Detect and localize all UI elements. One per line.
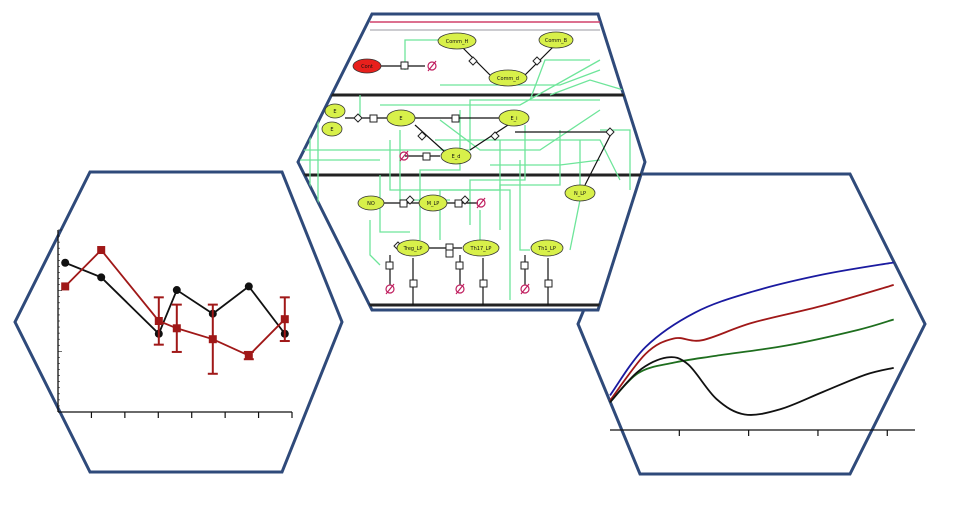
- node-label: Cont: [361, 64, 373, 70]
- data-point: [61, 282, 70, 291]
- left-chart-series: [61, 246, 290, 375]
- top-boundary-lines: [370, 21, 600, 31]
- network-diagram: Cont Comm_H Comm_B Comm_dE E E E_iE_dN_LP NO M_L…: [300, 21, 645, 307]
- right-hexagon-border: [576, 172, 927, 476]
- node-th1-lp: Th1_LP: [530, 239, 564, 257]
- node-label: Comm_H: [446, 39, 469, 45]
- node-label: E: [330, 127, 333, 133]
- node-e2: E: [321, 121, 343, 137]
- center-hexagon-panel: Cont Comm_H Comm_B Comm_dE E E E_iE_dN_LP NO M_L…: [296, 12, 647, 312]
- left-chart-axes: [57, 229, 293, 418]
- series-line-black: [609, 356, 894, 416]
- right-chart-series: [609, 261, 894, 416]
- node-label: E: [399, 116, 402, 122]
- data-point: [61, 258, 70, 267]
- node-label: M_LP: [427, 201, 440, 207]
- data-point: [172, 324, 181, 333]
- empty-set-icon: [520, 283, 530, 295]
- left-chart: [57, 229, 293, 418]
- node-label: N_LP: [574, 191, 586, 197]
- node-n-lp: N_LP: [564, 184, 596, 202]
- node-label: Comm_d: [497, 76, 519, 82]
- series-line-green: [609, 318, 894, 403]
- center-hexagon-border: [296, 12, 647, 312]
- node-label: NO: [367, 201, 375, 207]
- node-label: Th17_LP: [470, 246, 492, 252]
- network-edges: [300, 39, 641, 300]
- node-treg-lp: Treg_LP: [396, 239, 430, 257]
- node-comm-d: Comm_d: [488, 69, 528, 87]
- data-point: [244, 282, 253, 291]
- right-chart-axes: [610, 429, 915, 436]
- left-hexagon-panel: [13, 170, 344, 474]
- network-nodes: Cont Comm_H Comm_B Comm_dE E E E_iE_dN_LP NO M_L…: [321, 31, 596, 257]
- data-point: [244, 351, 253, 360]
- node-e: E: [386, 109, 416, 127]
- data-point: [208, 335, 217, 344]
- degradation-symbols: [385, 60, 530, 295]
- series-line-blue: [609, 261, 894, 396]
- process-squares: [369, 61, 553, 288]
- empty-set-icon: [476, 197, 486, 209]
- node-e1: E: [324, 103, 346, 119]
- process-diamonds: [353, 56, 615, 251]
- data-point: [97, 273, 106, 282]
- series-line-red: [609, 284, 894, 402]
- empty-set-icon: [399, 150, 409, 162]
- empty-set-icon: [385, 283, 395, 295]
- node-cont: Cont: [352, 58, 382, 74]
- empty-set-icon: [455, 283, 465, 295]
- empty-set-icon: [427, 60, 437, 72]
- right-hexagon-panel: [576, 172, 927, 476]
- node-comm-h: Comm_H: [437, 32, 477, 50]
- right-chart: [609, 261, 915, 436]
- node-th17-lp: Th17_LP: [462, 239, 500, 257]
- node-e-i: E_i: [498, 109, 530, 127]
- left-hexagon-border: [13, 170, 344, 474]
- data-point: [97, 246, 106, 255]
- node-m-lp: M_LP: [418, 194, 448, 212]
- node-label: E_d: [452, 154, 461, 160]
- node-label: E: [333, 109, 336, 115]
- node-e-d: E_d: [440, 147, 472, 165]
- node-label: Comm_B: [545, 38, 568, 44]
- data-point: [154, 317, 163, 325]
- node-label: E_i: [510, 116, 517, 122]
- data-point: [172, 286, 181, 295]
- data-point: [280, 315, 289, 324]
- node-label: Th1_LP: [537, 246, 556, 252]
- node-no: NO: [357, 195, 385, 211]
- node-comm-b: Comm_B: [538, 31, 574, 49]
- node-label: Treg_LP: [403, 246, 423, 252]
